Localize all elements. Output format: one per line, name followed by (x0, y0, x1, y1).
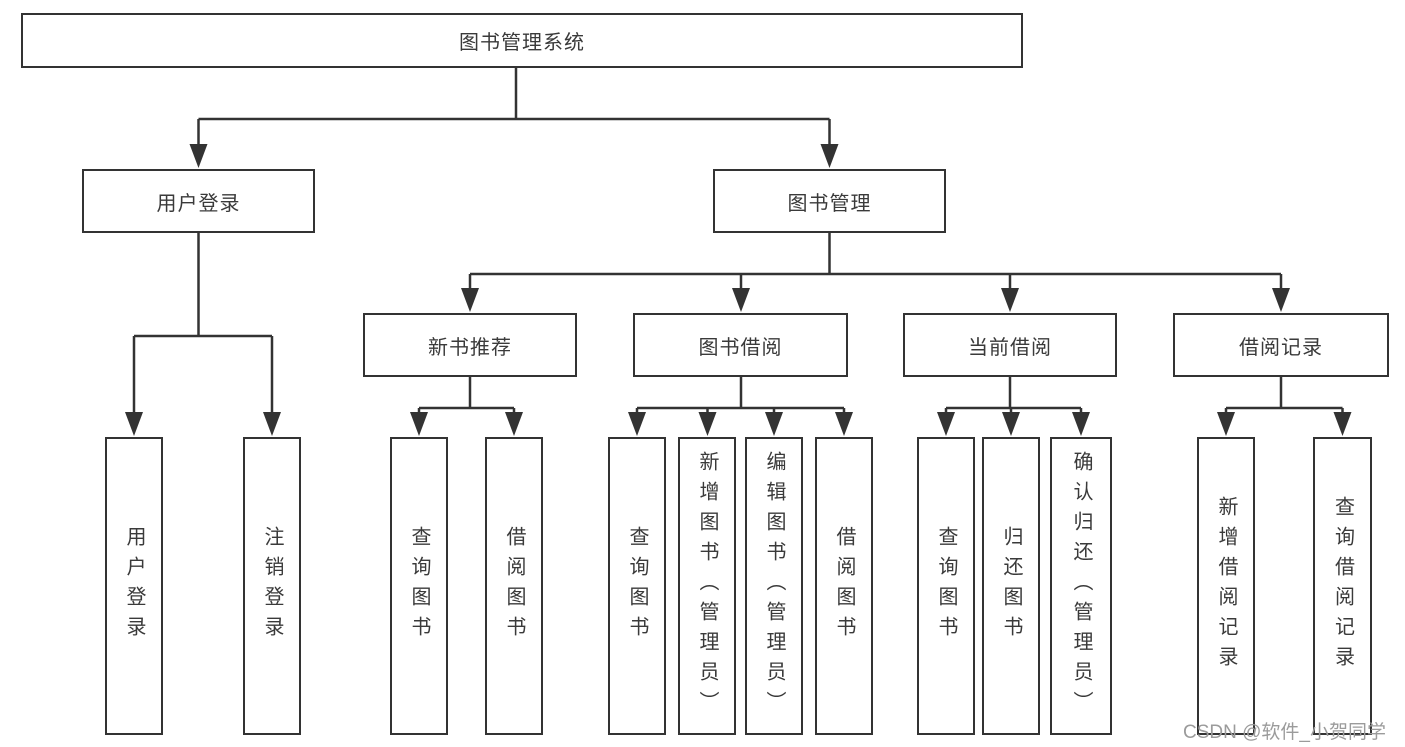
node-book-borrowing: 图书借阅 (633, 313, 848, 377)
node-label: 借阅图书 (833, 526, 855, 646)
arrowhead-icon (263, 412, 281, 436)
arrowhead-icon (189, 144, 208, 168)
arrowhead-icon (1001, 288, 1019, 312)
node-leaf-add-borrow-record: 新增借阅记录 (1197, 437, 1255, 735)
arrowhead-icon (1072, 412, 1090, 436)
node-leaf-query-books-current: 查询图书 (917, 437, 975, 735)
connector-bookmgmt-to-level3 (461, 233, 1290, 312)
node-label: 用户登录 (156, 192, 241, 215)
arrowhead-icon (835, 412, 853, 436)
node-label: 新增借阅记录 (1215, 496, 1237, 676)
connector-records-to-children (1217, 377, 1352, 436)
node-label: 新增图书（管理员） (696, 451, 718, 721)
node-leaf-logout: 注销登录 (243, 437, 301, 735)
node-label: 查询图书 (935, 526, 957, 646)
arrowhead-icon (1217, 412, 1235, 436)
node-leaf-query-borrow-record: 查询借阅记录 (1313, 437, 1372, 735)
arrowhead-icon (698, 412, 717, 436)
node-leaf-edit-books-admin: 编辑图书（管理员） (745, 437, 803, 735)
node-label: 当前借阅 (968, 336, 1052, 359)
node-leaf-add-books-admin: 新增图书（管理员） (678, 437, 736, 735)
node-label: 查询借阅记录 (1331, 496, 1354, 676)
node-current-borrowing: 当前借阅 (903, 313, 1117, 377)
node-leaf-return-books: 归还图书 (982, 437, 1040, 735)
arrowhead-icon (820, 144, 839, 168)
node-leaf-confirm-return-admin: 确认归还（管理员） (1050, 437, 1112, 735)
node-label: 编辑图书（管理员） (763, 451, 785, 721)
arrowhead-icon (765, 412, 783, 436)
node-label: 图书管理系统 (459, 32, 585, 54)
node-label: 借阅记录 (1239, 336, 1323, 359)
connector-current-to-children (937, 377, 1090, 436)
arrowhead-icon (1333, 412, 1352, 436)
node-label: 归还图书 (1000, 526, 1022, 646)
node-leaf-user-login: 用户登录 (105, 437, 163, 735)
arrowhead-icon (628, 412, 646, 436)
node-leaf-query-books-borrowing: 查询图书 (608, 437, 666, 735)
arrowhead-icon (461, 288, 479, 312)
arrowhead-icon (1002, 412, 1020, 436)
node-label: 图书管理 (787, 192, 872, 215)
arrowhead-icon (410, 412, 428, 436)
connector-root-to-level2 (189, 68, 839, 168)
node-leaf-borrow-books: 借阅图书 (815, 437, 873, 735)
node-user-login-group: 用户登录 (82, 169, 315, 233)
node-label: 查询图书 (408, 526, 430, 646)
node-borrowing-records: 借阅记录 (1173, 313, 1389, 377)
node-label: 借阅图书 (503, 526, 525, 646)
connector-newbooks-to-children (410, 377, 523, 436)
node-label: 用户登录 (123, 526, 145, 646)
node-label: 新书推荐 (428, 336, 512, 359)
node-book-management: 图书管理 (713, 169, 946, 233)
csdn-watermark: CSDN @软件_小贺同学 (1183, 722, 1386, 743)
arrowhead-icon (1272, 288, 1290, 312)
arrowhead-icon (937, 412, 955, 436)
connector-borrowing-to-children (628, 377, 853, 436)
arrowhead-icon (125, 412, 143, 436)
node-label: 确认归还（管理员） (1070, 451, 1092, 721)
connector-userlogin-to-children (125, 233, 281, 436)
node-label: 注销登录 (261, 526, 283, 646)
node-library-system: 图书管理系统 (21, 13, 1023, 68)
node-leaf-query-books-recommend: 查询图书 (390, 437, 448, 735)
node-new-book-recommend: 新书推荐 (363, 313, 577, 377)
node-label: 图书借阅 (698, 336, 783, 359)
node-leaf-borrow-books-recommend: 借阅图书 (485, 437, 543, 735)
arrowhead-icon (732, 288, 750, 312)
arrowhead-icon (505, 412, 523, 436)
node-label: 查询图书 (626, 526, 648, 646)
